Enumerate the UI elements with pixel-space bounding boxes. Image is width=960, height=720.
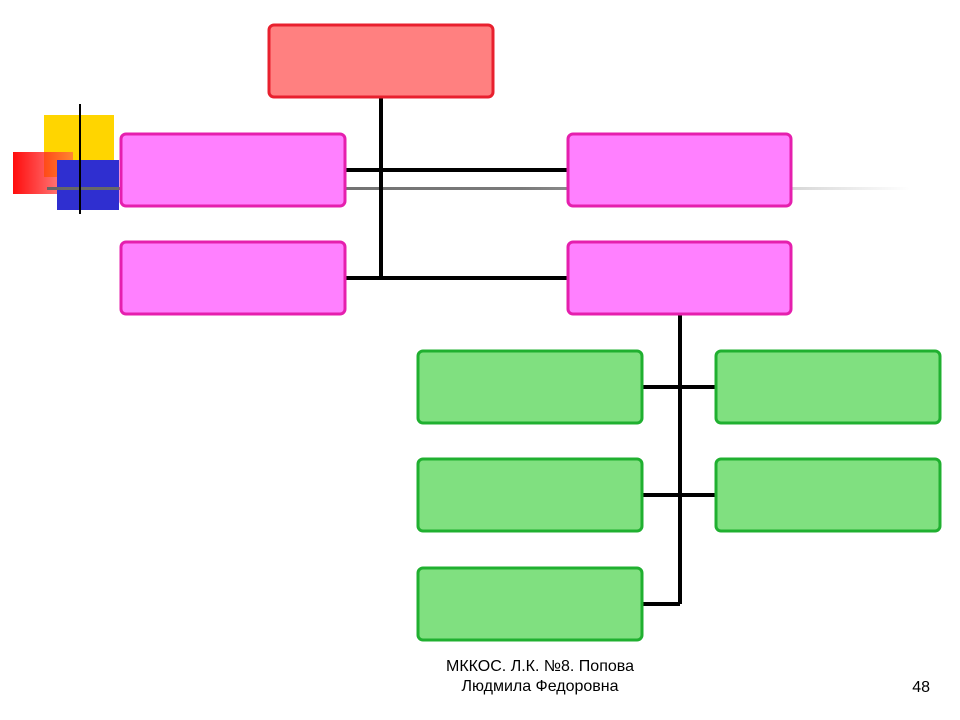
root-node [267, 23, 495, 99]
org-box-level1-bottom-right [566, 240, 793, 316]
org-box-level1-top-left [119, 132, 347, 208]
org-box-level2-row1-left [416, 349, 644, 425]
footer-line-2: Людмила Федоровна [461, 678, 619, 695]
slide-footer: МККОС. Л.К. №8. Попова Людмила Федоровна [360, 657, 720, 697]
org-box-level2-row3-left [416, 566, 644, 642]
slide-page-number: 48 [912, 679, 930, 696]
level1-nodes [119, 132, 793, 316]
connectors [345, 97, 716, 606]
org-box-root [267, 23, 495, 99]
org-box-level2-row2-left [416, 457, 644, 533]
org-box-level1-top-right [566, 132, 793, 208]
footer-line-1: МККОС. Л.К. №8. Попова [446, 658, 634, 675]
org-box-level1-bottom-left [119, 240, 347, 316]
decorative-vertical-line [79, 104, 81, 214]
level2-nodes [416, 349, 942, 642]
org-box-level2-row1-right [714, 349, 942, 425]
decorative-horizontal-line [47, 187, 910, 190]
org-box-level2-row2-right [714, 457, 942, 533]
decorative-blue-square [57, 160, 119, 210]
